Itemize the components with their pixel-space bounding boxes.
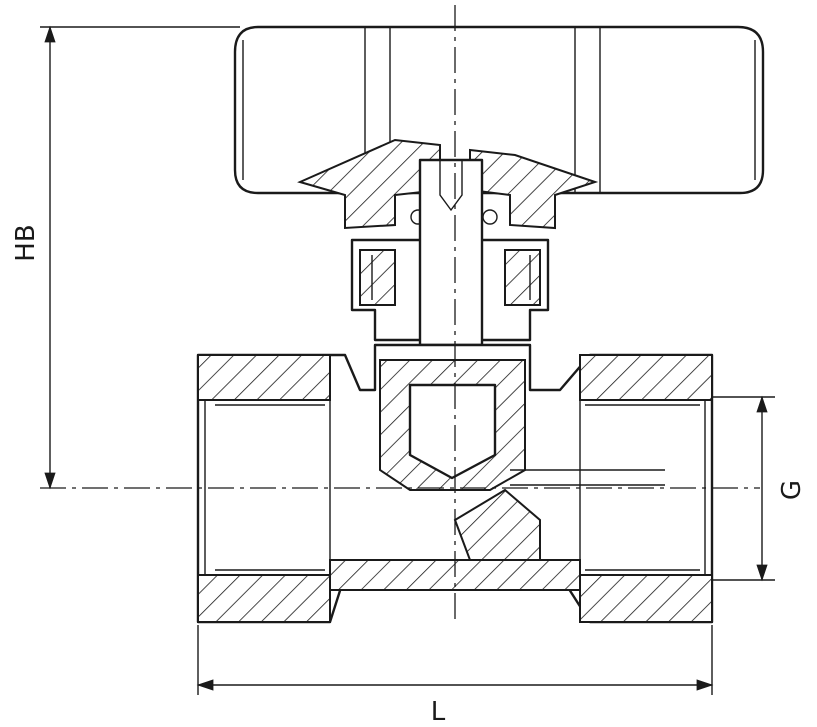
dimension-g-label: G bbox=[777, 480, 807, 500]
dimension-l: L bbox=[196, 625, 714, 727]
valve-body bbox=[196, 343, 714, 624]
stem bbox=[418, 158, 484, 347]
dimension-hb: HB bbox=[11, 25, 240, 490]
handle-hub bbox=[297, 138, 599, 230]
dimension-hb-label: HB bbox=[11, 224, 41, 261]
valve-plug bbox=[379, 359, 665, 561]
dimension-g: G bbox=[712, 395, 807, 582]
dimension-l-label: L bbox=[431, 697, 446, 727]
